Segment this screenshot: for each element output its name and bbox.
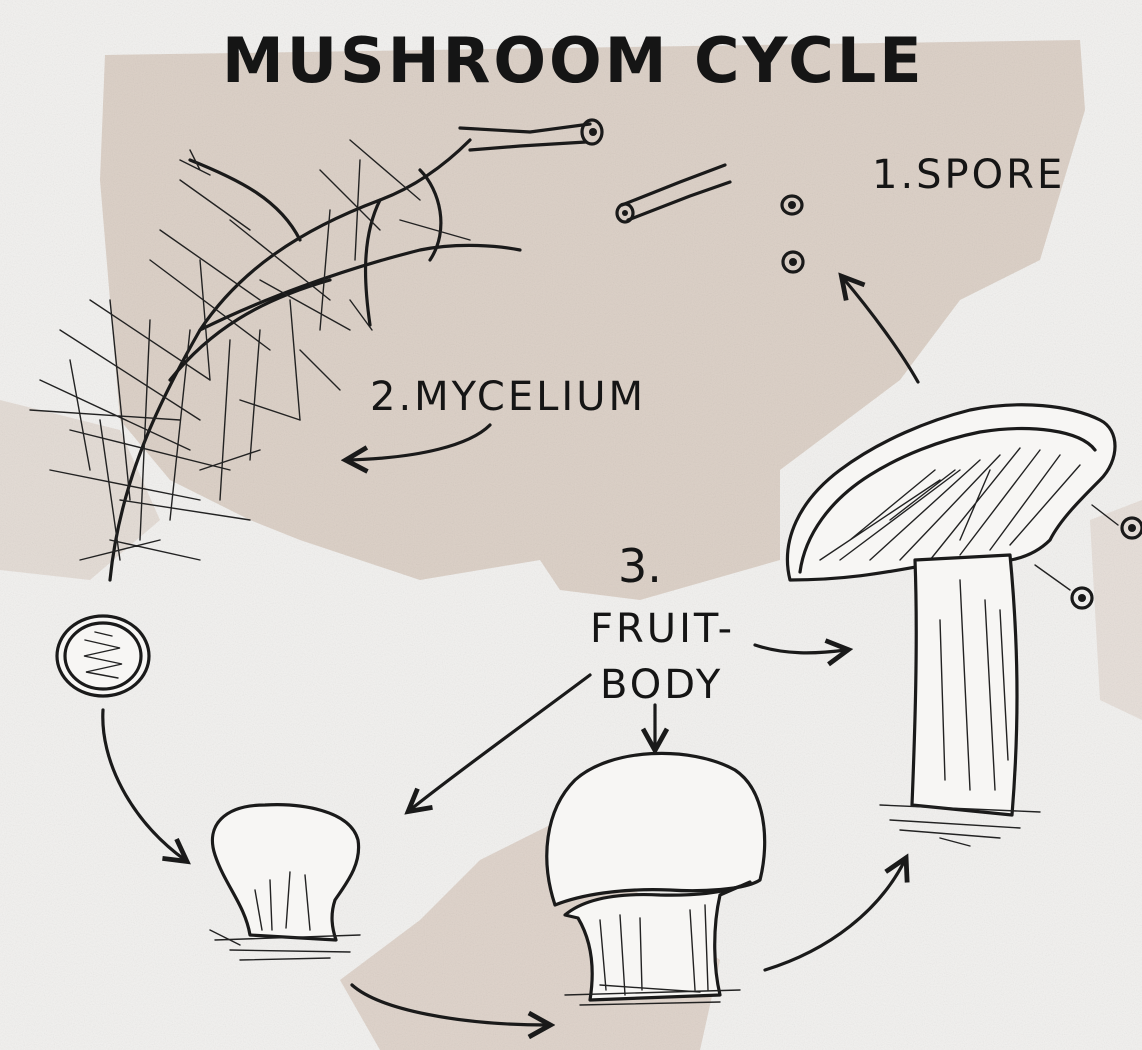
label-fruitbody-line2: BODY — [600, 662, 723, 708]
diagram-title: MUSHROOM CYCLE — [222, 24, 925, 97]
label-spore: 1.SPORE — [872, 152, 1065, 198]
spore-icon — [57, 616, 149, 696]
label-fruitbody-number: 3. — [618, 539, 662, 593]
label-mycelium: 2.MYCELIUM — [370, 374, 646, 420]
label-fruitbody-line1: FRUIT- — [590, 606, 735, 652]
